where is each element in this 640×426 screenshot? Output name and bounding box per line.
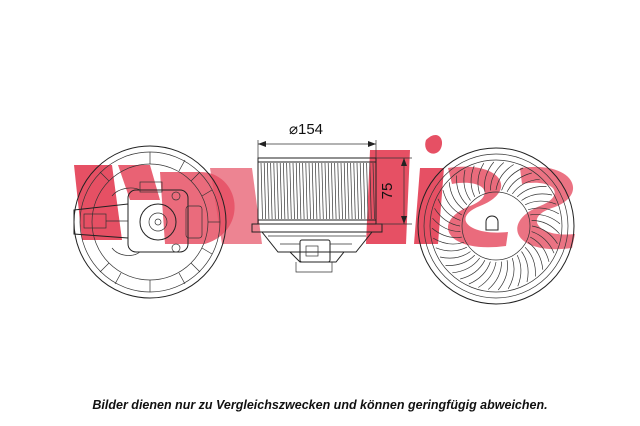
wheel-blade: [347, 162, 350, 220]
wheel-blade: [308, 162, 311, 220]
fan-blade: [516, 254, 522, 287]
fan-intake-view: [417, 147, 575, 305]
wheel-blade: [359, 162, 363, 220]
aks-dasis-watermark: [74, 134, 575, 250]
wheel-blade: [276, 162, 279, 220]
fan-blade: [490, 162, 505, 191]
fan-blade: [521, 193, 553, 201]
fan-blade: [530, 214, 561, 225]
fan-blade: [463, 169, 471, 201]
fan-blade: [456, 175, 468, 206]
fan-blade: [435, 246, 468, 252]
blower-side-view: [251, 157, 383, 273]
wheel-blade: [263, 162, 267, 220]
wheel-blade: [270, 162, 273, 220]
fan-blades: [431, 161, 561, 291]
fan-blade: [524, 200, 557, 206]
wheel-blade: [350, 162, 353, 220]
fan-blade: [527, 207, 559, 215]
wheel-blade: [343, 162, 347, 220]
fan-blade: [531, 220, 560, 235]
wheel-blade: [340, 162, 343, 220]
fan-blade: [439, 251, 471, 259]
wheel-blade: [311, 162, 315, 220]
fan-blade: [530, 236, 550, 262]
height-dimension: 75: [376, 157, 412, 225]
wheel-blade: [315, 162, 318, 220]
motor-underside-view: [73, 145, 227, 299]
fan-blade: [478, 261, 497, 288]
disclaimer-caption: Bilder dienen nur zu Vergleichszwecken u…: [92, 398, 548, 412]
fan-blade: [497, 260, 508, 291]
fan-blade: [524, 246, 536, 277]
fan-blade: [437, 198, 461, 221]
fan-blade: [506, 172, 532, 192]
wheel-blade: [363, 162, 366, 220]
fan-blade: [470, 165, 476, 198]
fan-blade: [516, 186, 547, 198]
wheel-blade: [356, 162, 359, 220]
diameter-label: ⌀154: [289, 121, 323, 138]
wheel-blade: [353, 162, 356, 220]
fan-blade: [495, 164, 514, 191]
wheel-blade: [331, 162, 334, 220]
wheel-blade: [369, 162, 372, 220]
wheel-blade: [299, 162, 302, 220]
fan-blade: [433, 237, 465, 245]
fan-blade: [521, 251, 529, 283]
fan-blade: [445, 254, 476, 266]
wheel-blade: [337, 162, 340, 220]
wheel-blades: [260, 162, 375, 220]
diameter-dimension: ⌀154: [257, 121, 377, 158]
fan-blade: [452, 257, 480, 274]
wheel-blade: [334, 162, 337, 220]
wheel-blade: [286, 162, 289, 220]
fan-blade: [442, 190, 462, 216]
fan-blade: [487, 261, 502, 290]
wheel-blade: [292, 162, 295, 220]
fan-blade: [484, 161, 495, 192]
wheel-blade: [273, 162, 276, 220]
fan-blade: [460, 260, 486, 280]
fan-blade: [512, 178, 540, 195]
wheel-blade: [279, 162, 283, 220]
wheel-blade: [324, 162, 327, 220]
wheel-blade: [366, 162, 369, 220]
fan-blade: [432, 217, 461, 232]
fan-blade: [468, 261, 491, 285]
wheel-blade: [267, 162, 270, 220]
wheel-blade: [302, 162, 305, 220]
wheel-blade: [372, 162, 375, 220]
fan-blade: [477, 163, 485, 195]
wheel-blade: [327, 162, 331, 220]
wheel-blade: [318, 162, 321, 220]
wheel-blade: [260, 162, 263, 220]
wheel-blade: [283, 162, 286, 220]
fan-blade: [448, 182, 465, 210]
fan-blade: [431, 227, 462, 238]
wheel-blade: [305, 162, 308, 220]
fan-blade: [527, 242, 544, 270]
wheel-blade: [289, 162, 292, 220]
fan-blade: [507, 257, 515, 289]
fan-blade: [531, 231, 555, 254]
wheel-blade: [295, 162, 299, 220]
fan-blade: [434, 208, 461, 227]
fan-blade: [501, 167, 524, 191]
height-label: 75: [379, 183, 396, 200]
fan-blade: [531, 225, 558, 244]
wheel-blade: [321, 162, 324, 220]
